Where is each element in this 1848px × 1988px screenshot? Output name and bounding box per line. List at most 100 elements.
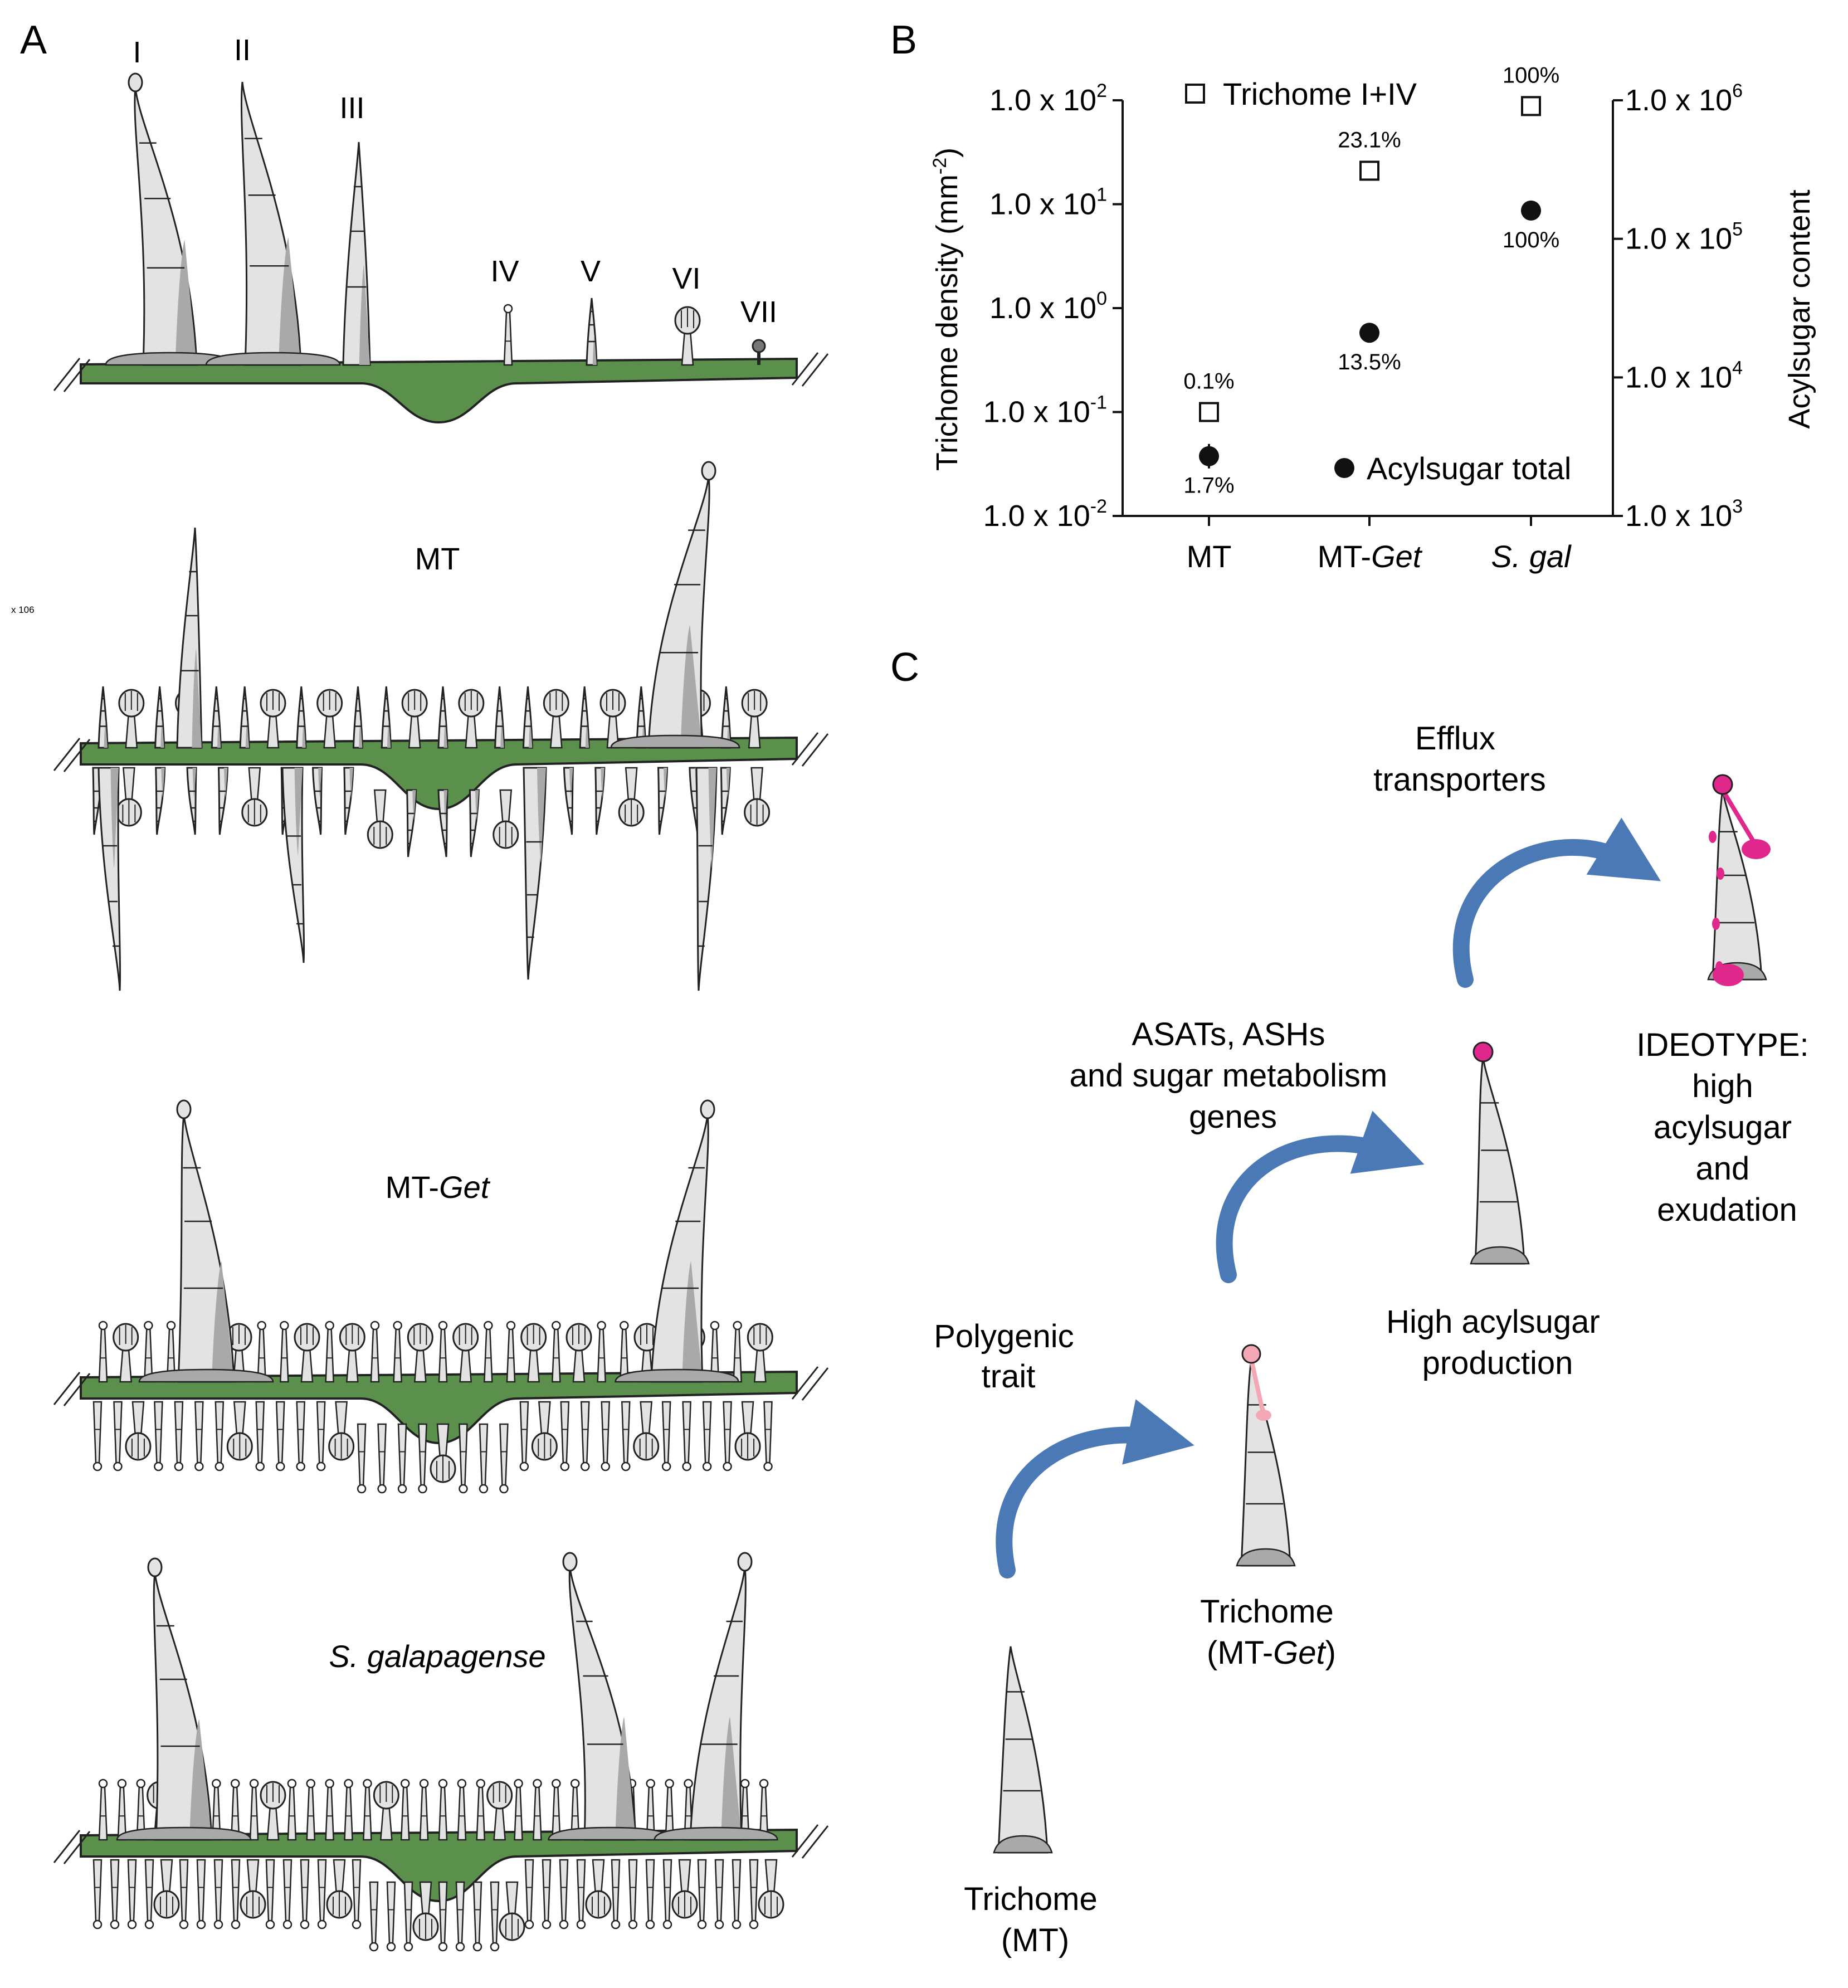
right-tick-label: 1.0 x 104 [1625,357,1743,394]
gland-head [710,1321,720,1331]
type-i-trichome [138,1099,274,1383]
hair-shade [349,768,353,798]
type-iv-trichome [620,1321,629,1383]
hair-shaft [325,1328,334,1383]
right-tick-label: 1.0 x 103 [1625,496,1743,533]
gland-head [370,1321,380,1331]
gland-head [393,1321,402,1331]
type-vi-gland [486,1781,513,1841]
type-iv-trichome [369,1881,379,1952]
gland-stalk [323,712,337,749]
break-mark [53,358,81,391]
gland-head [682,1461,691,1471]
hair-shaft [296,1401,306,1464]
trichome-hair [352,686,364,749]
trichome-hair [522,686,534,749]
hair-shade [682,1261,703,1382]
type-vii-gland [752,339,766,365]
gland-head [194,1461,204,1471]
gland-head [249,1779,259,1789]
type-iv-trichome [282,1859,292,1929]
hair-shade [224,768,228,798]
type-iv-trichome [275,1401,285,1471]
gland-head [1241,1344,1261,1364]
gland-stalk [459,1346,472,1383]
hair-shaft [325,1786,334,1841]
hair-shaft [662,1859,672,1922]
gland-stalk [335,1401,348,1438]
type-i-trichome [105,72,235,366]
hair-shade [475,790,479,820]
legend-marker-acylsugar [1334,458,1354,478]
gland-head [287,1779,297,1789]
type-vi-gland [520,1323,547,1383]
type-iv-trichome [749,1859,759,1929]
label-efflux-transporters: Efflux transporters [1373,720,1545,798]
hair-shade [192,768,197,798]
type-iv-trichome [576,1859,586,1929]
tick-mantissa: 1.0 x 10 [983,499,1090,533]
type-vi-gland [412,1881,439,1941]
type-label-i: I [133,36,141,69]
hair-shaft [524,1859,534,1922]
hair-shaft [113,1401,123,1464]
type-iv-trichome [363,1779,372,1841]
type-iv-trichome [265,1859,275,1929]
type-iv-trichome [357,1423,367,1494]
hair-shade [217,720,221,748]
hair-shaft [287,1786,297,1841]
hair-shade [569,768,573,798]
gland-head [740,1779,750,1789]
gland-head [377,1484,387,1494]
gland-head [369,1942,379,1952]
hair-shade [726,768,730,798]
type-label-vi: VI [672,262,700,295]
right-tick-label: 1.0 x 106 [1625,80,1743,117]
type-iv-trichome [325,1321,334,1383]
type-iv-trichome [386,1881,396,1952]
hair-shaft [479,1423,489,1487]
type-vi-gland [367,789,393,849]
type-iv-trichome [92,1859,103,1929]
gland-head [174,1461,184,1471]
hair-shade [585,720,589,748]
ideotype-trichomes [993,774,1771,1854]
type-iv-trichome [194,1401,204,1471]
trichome-hair [579,686,590,749]
hair-shaft [249,1786,259,1841]
hair-shaft [514,1786,523,1841]
gland-head [317,1919,327,1929]
type-iv-trichome [479,1423,489,1494]
hair-shade [359,265,370,365]
left-tick-label: 1.0 x 10-2 [983,496,1107,533]
hair-shaft [280,1328,289,1383]
panel-c-letter: C [890,645,919,690]
hair-shaft [255,1401,265,1464]
type-iv-trichome [231,1859,241,1929]
gland-stalk [549,712,563,749]
type-vi-gland [747,1323,773,1383]
hair-shade [500,720,504,748]
tick-exponent: 0 [1096,288,1107,309]
type-iv-trichome [377,1423,387,1494]
break-mark [63,739,91,772]
type-iv-trichome [110,1859,120,1929]
gland-stalk [681,329,694,366]
hair-shaft [117,1786,127,1841]
type-iv-trichome [306,1779,316,1841]
hair-foot [138,1368,274,1383]
legend-label-trichome: Trichome I+IV [1223,76,1417,111]
gland-stalk [131,1401,145,1438]
trichome-density-point [1521,96,1541,116]
gland-stalk [248,767,261,803]
hair-shaft [472,1881,482,1945]
tick-mantissa: 1.0 x 10 [989,84,1096,117]
gland-head [363,1779,372,1789]
gland-head [763,1461,773,1471]
hair-foot [654,1826,778,1841]
type-iv-trichome [457,1779,467,1841]
type-iv-trichome [370,1321,380,1383]
type-iv-trichome [763,1401,773,1471]
gland-head [479,1484,489,1494]
